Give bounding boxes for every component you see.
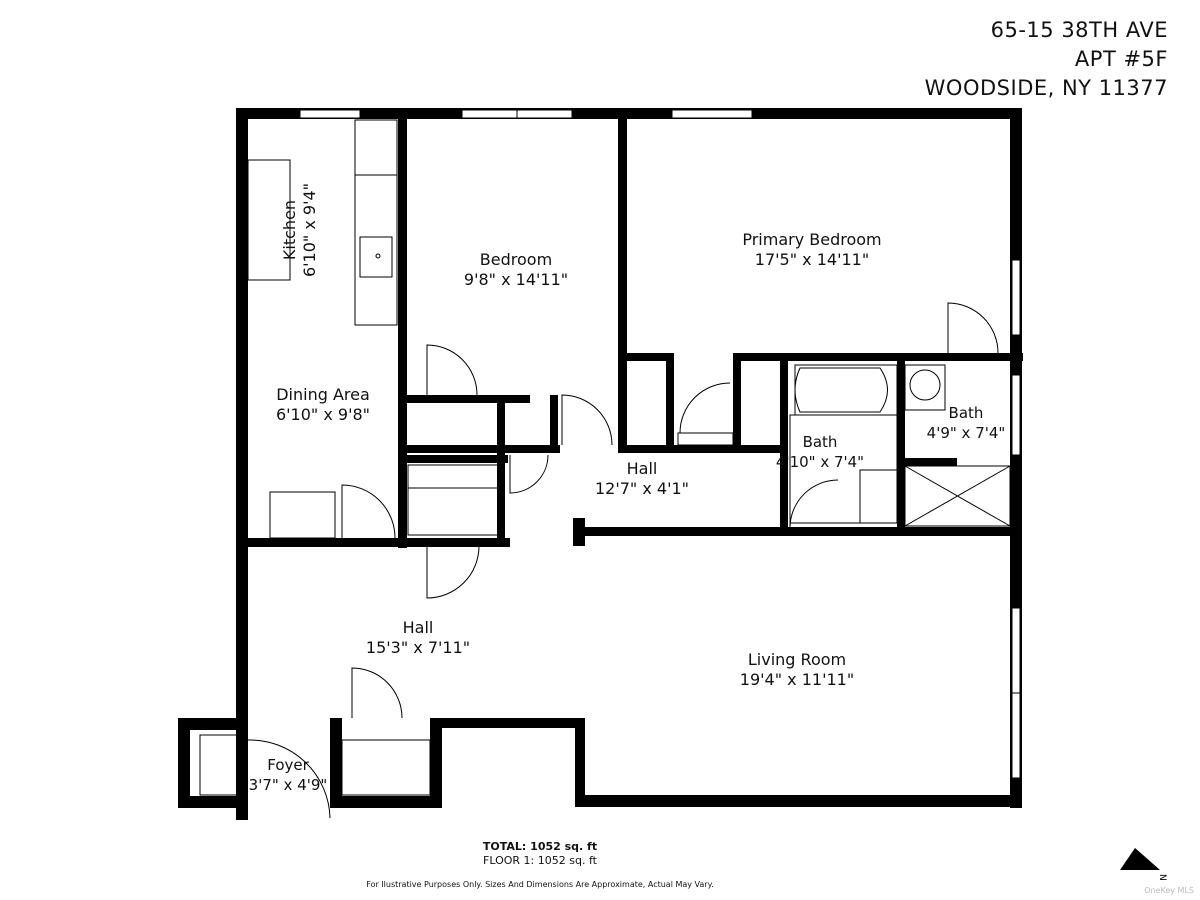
room-size: 19'4" x 11'11" (739, 670, 855, 689)
room-size: 6'10" x 9'4" (300, 182, 319, 278)
compass: N (1120, 848, 1167, 881)
room-primary-bedroom: Primary Bedroom 17'5" x 14'11" (742, 230, 881, 270)
room-size: 4'10" x 7'4" (775, 453, 865, 471)
room-size: 9'8" x 14'11" (463, 270, 569, 289)
room-name: Primary Bedroom (742, 230, 882, 249)
room-name: Living Room (747, 650, 847, 669)
fixtures (199, 119, 1011, 796)
room-foyer: Foyer 3'7" x 4'9" (249, 755, 328, 795)
room-kitchen: Kitchen 6'10" x 9'4" (280, 183, 320, 277)
room-name: Foyer (267, 756, 309, 774)
room-bath-1: Bath 4'10" x 7'4" (776, 432, 864, 472)
room-name: Bedroom (479, 250, 553, 269)
north-arrow-icon (1120, 848, 1160, 870)
room-size: 17'5" x 14'11" (754, 250, 870, 269)
windows (299, 109, 1021, 779)
room-name: Kitchen (280, 199, 299, 261)
address-line-2: APT #5F (1074, 47, 1168, 71)
room-hall-upper: Hall 12'7" x 4'1" (595, 459, 689, 499)
address-line-3: WOODSIDE, NY 11377 (924, 76, 1168, 100)
room-name: Hall (626, 459, 658, 478)
total-area: TOTAL: 1052 sq. ft (482, 840, 598, 853)
room-name: Hall (402, 618, 434, 637)
room-bath-2: Bath 4'9" x 7'4" (927, 403, 1006, 443)
room-name: Dining Area (276, 385, 370, 404)
room-size: 15'3" x 7'11" (365, 638, 471, 657)
address-block: 65-15 38TH AVE APT #5F WOODSIDE, NY 1137… (925, 16, 1168, 103)
room-name: Bath (948, 404, 984, 422)
compass-label: N (1157, 874, 1167, 881)
watermark: OneKey MLS (1144, 886, 1194, 895)
floor-area: FLOOR 1: 1052 sq. ft (483, 854, 597, 867)
room-living-room: Living Room 19'4" x 11'11" (740, 650, 854, 690)
room-dining-area: Dining Area 6'10" x 9'8" (276, 385, 370, 425)
room-bedroom: Bedroom 9'8" x 14'11" (464, 250, 568, 290)
address-line-1: 65-15 38TH AVE (990, 18, 1168, 42)
room-name: Bath (802, 433, 838, 451)
disclaimer: For Ilustrative Purposes Only. Sizes And… (366, 880, 714, 889)
doors (247, 302, 999, 819)
room-size: 12'7" x 4'1" (594, 479, 690, 498)
room-hall-lower: Hall 15'3" x 7'11" (366, 618, 470, 658)
room-size: 3'7" x 4'9" (248, 776, 328, 794)
room-size: 4'9" x 7'4" (926, 424, 1006, 442)
room-size: 6'10" x 9'8" (275, 405, 371, 424)
